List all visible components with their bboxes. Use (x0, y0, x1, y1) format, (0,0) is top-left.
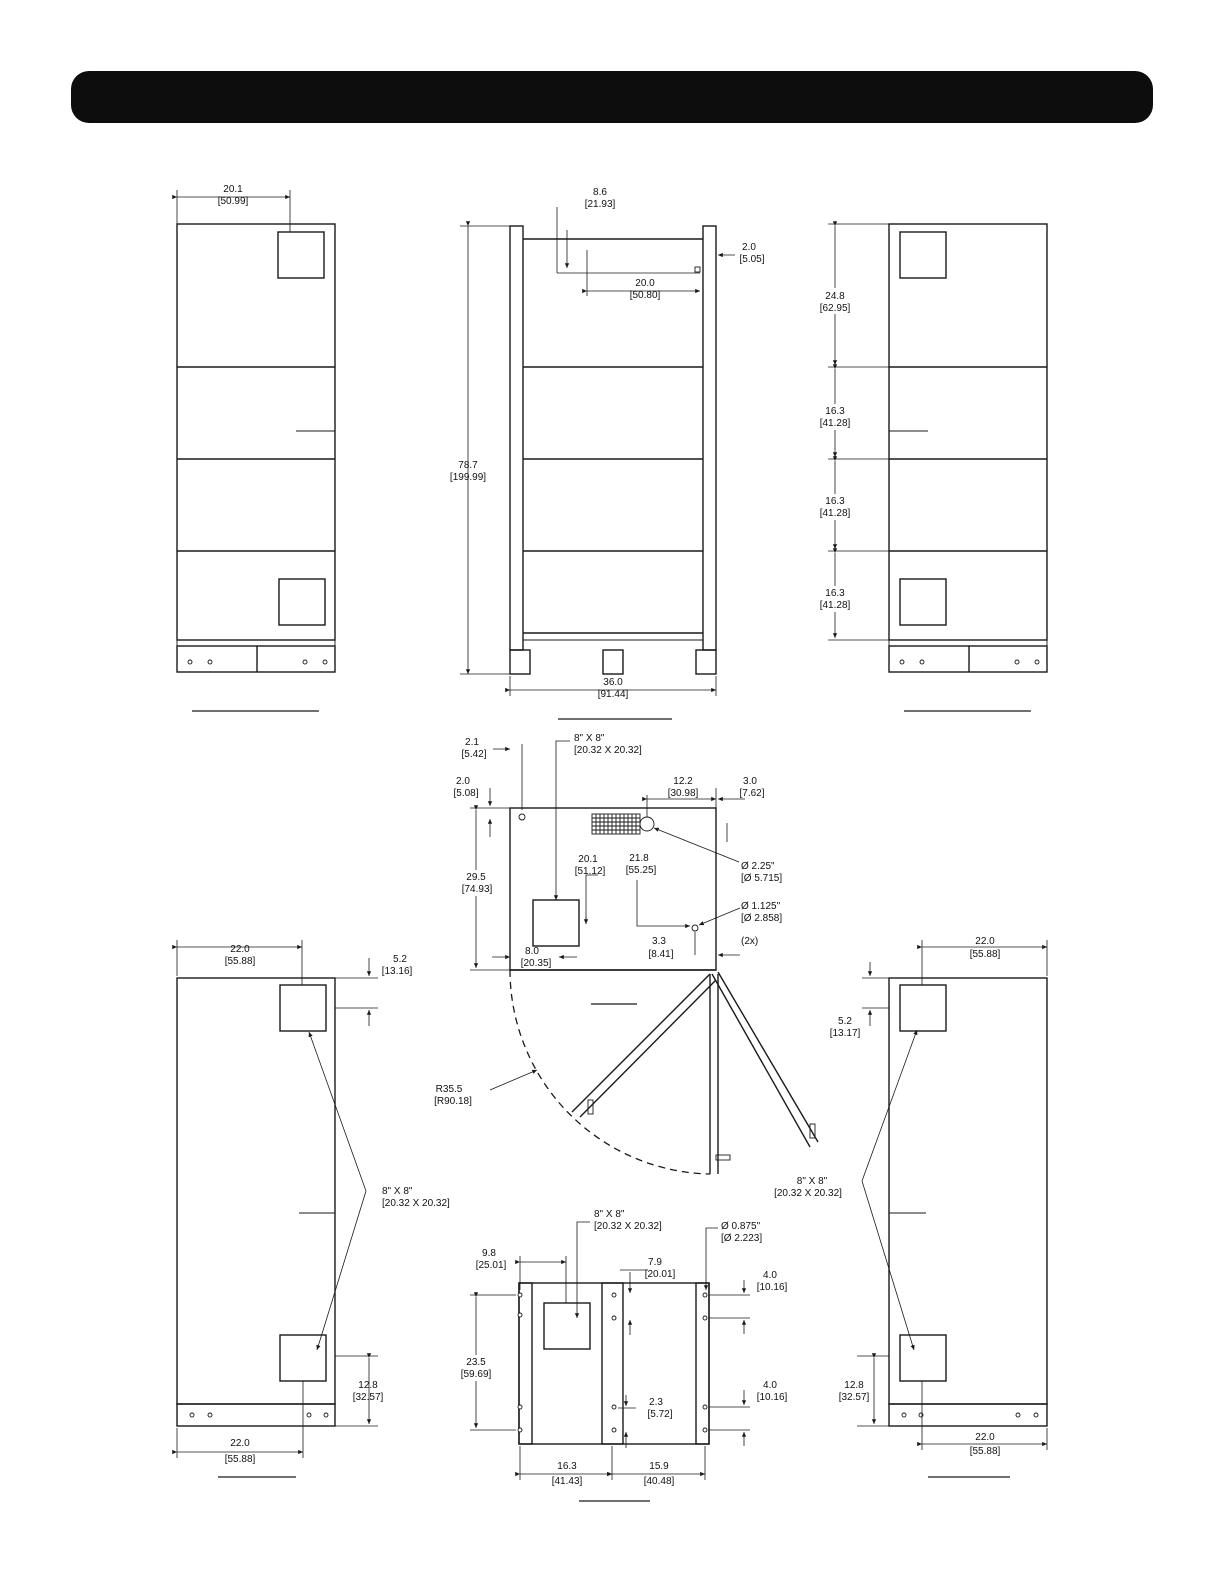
front-dim-width-metric: [91.44] (598, 689, 629, 700)
front-dim-a: 8.6 (593, 187, 607, 198)
base-dim-g: 4.0 (763, 1380, 777, 1391)
top-dim-j-metric: [Ø 2.858] (741, 913, 782, 924)
top-dim-l: (2x) (741, 936, 758, 947)
base-dim-e: 4.0 (763, 1270, 777, 1281)
left-side-view: 20.1 [50.99] (172, 184, 336, 712)
base-dim-c: 9.8 (482, 1248, 496, 1259)
bl-dim-a: 22.0 (230, 944, 250, 955)
top-dim-e-metric: [7.62] (739, 788, 764, 799)
bl-dim-c-metric: [20.32 X 20.32] (382, 1198, 450, 1209)
br-dim-b: 5.2 (838, 1016, 852, 1027)
top-dim-m-metric: [20.35] (521, 958, 552, 969)
br-dim-a: 22.0 (975, 936, 995, 947)
base-dim-h-metric: [5.72] (647, 1409, 672, 1420)
right-side-view: 24.8 [62.95] 16.3 [41.28] 16.3 [41.28] 1… (812, 221, 1048, 712)
front-dim-b: 2.0 (742, 242, 756, 253)
right-dim-b: 16.3 (825, 406, 845, 417)
base-dim-j: 15.9 (649, 1461, 669, 1472)
base-dim-i-metric: [41.43] (552, 1476, 583, 1487)
front-dim-c-metric: [50.80] (630, 290, 661, 301)
br-dim-d-metric: [32.57] (839, 1392, 870, 1403)
top-dim-h-metric: [55.25] (626, 865, 657, 876)
front-dim-height-metric: [199.99] (450, 472, 486, 483)
top-dim-c-metric: [5.08] (453, 788, 478, 799)
front-dim-height: 78.7 (458, 460, 478, 471)
top-dim-k: 3.3 (652, 936, 666, 947)
bl-dim-d: 12.8 (358, 1380, 378, 1391)
base-dim-h: 2.3 (649, 1397, 663, 1408)
bl-dim-b-metric: [13.16] (382, 966, 413, 977)
top-dim-e: 3.0 (743, 776, 757, 787)
base-dim-b-metric: [Ø 2.223] (721, 1233, 762, 1244)
top-dim-i: Ø 2.25" (741, 861, 775, 872)
header-bar (71, 71, 1153, 123)
top-dim-c: 2.0 (456, 776, 470, 787)
top-dim-a: 2.1 (465, 737, 479, 748)
right-dim-b-metric: [41.28] (820, 418, 851, 429)
br-dim-e-metric: [55.88] (970, 1446, 1001, 1457)
front-dim-c: 20.0 (635, 278, 655, 289)
front-dim-width: 36.0 (603, 677, 623, 688)
right-dim-a: 24.8 (825, 291, 845, 302)
br-dim-c-metric: [20.32 X 20.32] (774, 1188, 842, 1199)
top-dim-g-metric: [51.12] (575, 866, 606, 877)
top-dim-b: 8" X 8" (574, 733, 605, 744)
br-dim-a-metric: [55.88] (970, 949, 1001, 960)
top-dim-i-metric: [Ø 5.715] (741, 873, 782, 884)
right-dim-a-metric: [62.95] (820, 303, 851, 314)
top-dim-h: 21.8 (629, 853, 649, 864)
br-dim-c: 8" X 8" (797, 1176, 828, 1187)
bl-dim-c: 8" X 8" (382, 1186, 413, 1197)
bl-dim-e-metric: [55.88] (225, 1454, 256, 1465)
top-view: 2.1 [5.42] 8" X 8" [20.32 X 20.32] 2.0 [… (434, 733, 819, 1175)
top-dim-g: 20.1 (578, 854, 598, 865)
top-dim-f-metric: [74.93] (462, 884, 493, 895)
top-dim-f: 29.5 (466, 872, 486, 883)
door-swing-arc (509, 969, 711, 1175)
br-dim-d: 12.8 (844, 1380, 864, 1391)
base-dim-a-metric: [20.32 X 20.32] (594, 1221, 662, 1232)
base-dim-d-metric: [20.01] (645, 1269, 676, 1280)
base-dim-e-metric: [10.16] (757, 1282, 788, 1293)
front-dim-b-metric: [5.05] (739, 254, 764, 265)
br-dim-e: 22.0 (975, 1432, 995, 1443)
base-dim-f: 23.5 (466, 1357, 486, 1368)
top-dim-radius-metric: [R90.18] (434, 1096, 472, 1107)
base-dim-c-metric: [25.01] (476, 1260, 507, 1271)
right-dim-d: 16.3 (825, 588, 845, 599)
right-dim-c: 16.3 (825, 496, 845, 507)
front-dim-a-metric: [21.93] (585, 199, 616, 210)
base-dim-g-metric: [10.16] (757, 1392, 788, 1403)
br-dim-b-metric: [13.17] (830, 1028, 861, 1039)
left-dim-width-metric: [50.99] (218, 196, 249, 207)
base-dim-a: 8" X 8" (594, 1209, 625, 1220)
bottom-right-view: 22.0 [55.88] 5.2 [13.17] 8" X 8" [20.32 … (774, 936, 1048, 1478)
bottom-left-view: 22.0 [55.88] 5.2 [13.16] 8" X 8" [20.32 … (172, 940, 450, 1478)
bl-dim-a-metric: [55.88] (225, 956, 256, 967)
top-dim-m: 8.0 (525, 946, 539, 957)
bl-dim-e: 22.0 (230, 1438, 250, 1449)
bl-dim-d-metric: [32.57] (353, 1392, 384, 1403)
top-dim-b-metric: [20.32 X 20.32] (574, 745, 642, 756)
base-view: 8" X 8" [20.32 X 20.32] Ø 0.875" [Ø 2.22… (456, 1209, 788, 1502)
top-dim-a-metric: [5.42] (461, 749, 486, 760)
vent-grille (591, 813, 641, 835)
right-dim-c-metric: [41.28] (820, 508, 851, 519)
base-dim-b: Ø 0.875" (721, 1221, 761, 1232)
base-dim-i: 16.3 (557, 1461, 577, 1472)
base-dim-d: 7.9 (648, 1257, 662, 1268)
top-dim-k-metric: [8.41] (648, 949, 673, 960)
left-dim-width: 20.1 (223, 184, 243, 195)
right-dim-d-metric: [41.28] (820, 600, 851, 611)
top-dim-d-metric: [30.98] (668, 788, 699, 799)
top-dim-radius: R35.5 (436, 1084, 463, 1095)
top-dim-j: Ø 1.125" (741, 901, 781, 912)
bl-dim-b: 5.2 (393, 954, 407, 965)
base-dim-f-metric: [59.69] (461, 1369, 492, 1380)
top-dim-d: 12.2 (673, 776, 693, 787)
front-view: 8.6 [21.93] 2.0 [5.05] 20.0 [50.80] 78.7… (450, 187, 765, 720)
base-dim-j-metric: [40.48] (644, 1476, 675, 1487)
